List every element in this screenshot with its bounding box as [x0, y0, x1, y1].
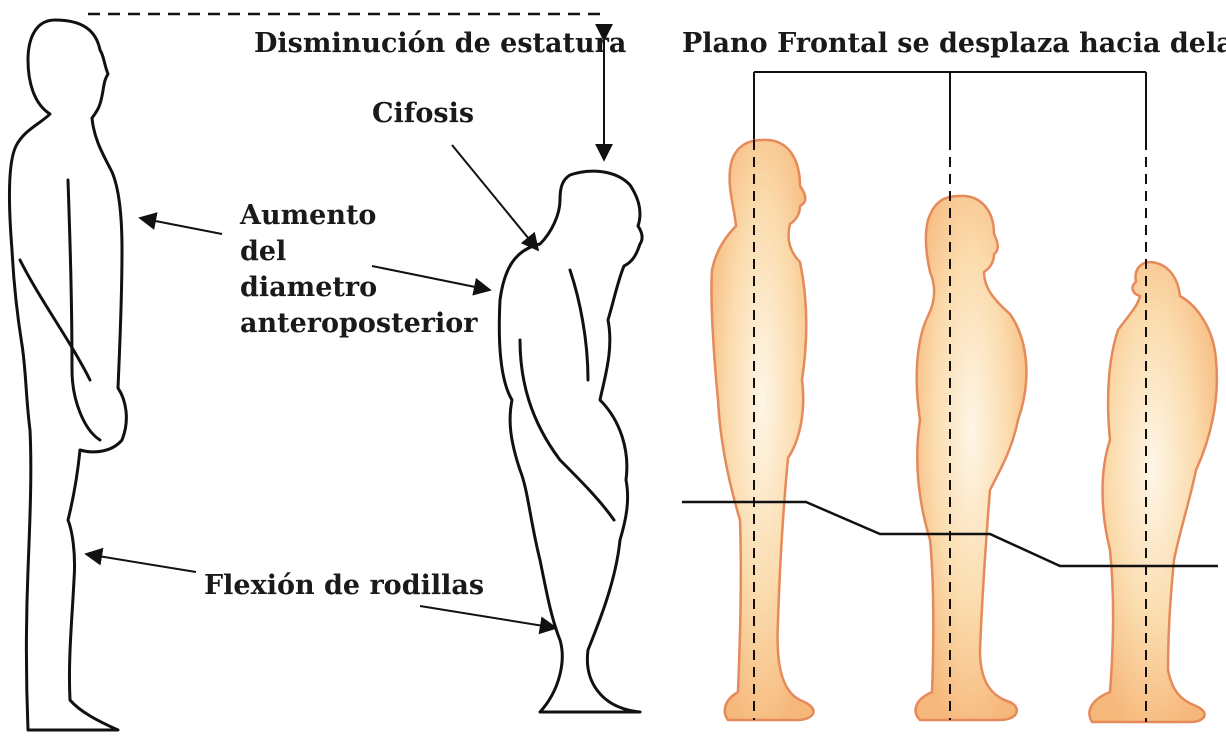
gravity-dashed-lines	[754, 140, 1146, 722]
standing-figure-outline	[9, 20, 126, 730]
posture-figure-mid	[916, 196, 1027, 720]
ap-diameter-line-3: diametro	[240, 270, 377, 306]
frontal-plane-label: Plano Frontal se desplaza hacia delante	[682, 26, 1226, 62]
ap-diameter-arrow-right	[372, 266, 490, 290]
kyphosis-label: Cifosis	[372, 96, 474, 132]
kyphosis-arrow	[452, 145, 538, 250]
knee-flexion-arrow-right	[420, 606, 556, 628]
ap-diameter-line-2: del	[240, 234, 286, 270]
ap-diameter-arrow-left	[140, 218, 222, 234]
ap-diameter-line-4: anteroposterior	[240, 306, 477, 342]
height-loss-label: Disminución de estatura	[254, 26, 626, 62]
frontal-plane-bracket	[754, 72, 1146, 140]
posture-figure-stooped	[1089, 262, 1216, 722]
stooped-figure-outline	[499, 171, 642, 712]
knee-flexion-arrow-left	[86, 554, 196, 572]
posture-figure-upright	[711, 140, 813, 720]
ap-diameter-line-1: Aumento	[240, 198, 376, 234]
knee-flexion-label: Flexión de rodillas	[204, 568, 484, 604]
